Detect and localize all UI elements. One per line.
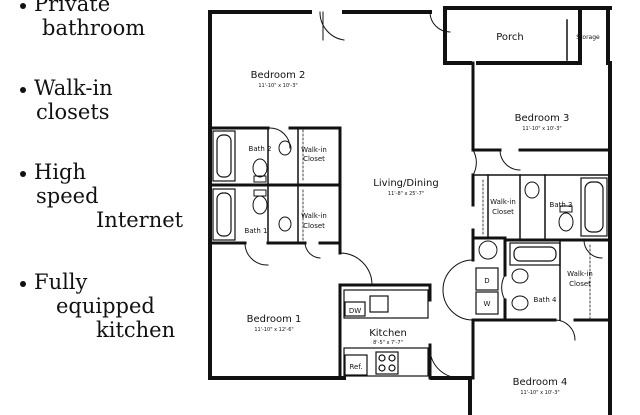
- washer: [475, 291, 499, 315]
- feature-item: Fully equipped kitchen: [20, 270, 175, 342]
- sink-icon: [511, 295, 529, 311]
- exterior-walls: [208, 6, 612, 415]
- bathtub-icon: [580, 177, 608, 237]
- burner-icon: [378, 354, 386, 362]
- counter-top: [343, 289, 429, 319]
- sink-icon: [278, 216, 292, 232]
- feature-line: bathroom: [42, 16, 146, 40]
- bedroom-2-label: Bedroom 2: [251, 70, 306, 81]
- washer-label: W: [484, 300, 491, 308]
- feature-line: equipped: [56, 294, 155, 318]
- burner-icon: [388, 364, 396, 372]
- toilet-icon: [253, 175, 267, 183]
- burner-icon: [388, 354, 396, 362]
- bedroom-4-label: Bedroom 4: [513, 377, 568, 388]
- bathtub-icon: [212, 130, 236, 182]
- toilet-icon: [252, 158, 268, 178]
- bullet-icon: [20, 280, 26, 287]
- feature-item: Private bathroom: [20, 0, 145, 40]
- closet-label: Closet: [303, 155, 325, 163]
- feature-line: High: [34, 160, 86, 184]
- toilet-icon: [253, 189, 267, 197]
- toilet-icon: [252, 195, 268, 215]
- door-swings: [244, 11, 603, 379]
- fixtures: [252, 140, 574, 311]
- bullet-icon: [20, 86, 26, 93]
- feature-line: Fully: [34, 270, 88, 294]
- refrigerator-label: Ref.: [349, 363, 362, 371]
- counter-bottom: [343, 347, 429, 377]
- dishwasher-label: DW: [349, 307, 361, 315]
- closet-label: Closet: [569, 280, 591, 288]
- bedroom-3-label: Bedroom 3: [515, 113, 570, 124]
- bullet-icon: [20, 2, 26, 9]
- feature-line: Private: [34, 0, 111, 16]
- closet-label: Closet: [492, 208, 514, 216]
- bedroom-4-dims: 11'-10" x 10'-3": [520, 390, 559, 396]
- living-dining-dims: 11'-8" x 25'-7": [388, 191, 424, 197]
- dryer-label: D: [484, 277, 489, 285]
- bathtub-icon: [212, 188, 236, 241]
- living-dining-label: Living/Dining: [373, 178, 438, 189]
- bath-2-label: Bath 2: [249, 145, 272, 153]
- feature-item: Walk-in closets: [20, 76, 113, 124]
- bedroom-3-dims: 11'-10" x 10'-3": [522, 126, 561, 132]
- feature-line: kitchen: [96, 318, 176, 342]
- interior-walls: [208, 61, 612, 380]
- bath-4-label: Bath 4: [534, 296, 557, 304]
- bathtubs: [212, 130, 608, 266]
- bedroom-2-dims: 11'-10" x 10'-3": [258, 83, 297, 89]
- toilet-icon: [511, 268, 529, 284]
- feature-line: Walk-in: [34, 76, 113, 100]
- closet-label: Walk-in: [567, 270, 593, 278]
- closet-label: Walk-in: [301, 212, 327, 220]
- refrigerator: [344, 354, 368, 376]
- dishwasher: [344, 301, 366, 317]
- burner-icon: [378, 364, 386, 372]
- bathtub-icon: [513, 246, 557, 262]
- porch-label: Porch: [496, 32, 524, 43]
- storage-label: Storage: [576, 34, 600, 41]
- feature-line: speed: [36, 184, 99, 208]
- closet-label: Walk-in: [490, 198, 516, 206]
- water-heater-icon: [478, 240, 498, 260]
- closet-label: Closet: [303, 222, 325, 230]
- closet-rods: [302, 129, 591, 319]
- sink-icon: [278, 140, 292, 156]
- toilet-icon: [558, 212, 574, 232]
- feature-item: High speed Internet: [20, 160, 183, 232]
- dryer: [475, 267, 499, 291]
- toilet-icon: [559, 205, 573, 213]
- bathtub-icon: [216, 134, 232, 178]
- kitchen-counters: [343, 267, 499, 377]
- bedroom-1-label: Bedroom 1: [247, 314, 302, 325]
- stove-icon: [375, 351, 399, 375]
- kitchen-label: Kitchen: [369, 328, 407, 339]
- closet-label: Walk-in: [301, 146, 327, 154]
- bathtub-icon: [509, 242, 561, 266]
- bedroom-1-dims: 11'-10" x 12'-6": [254, 327, 293, 333]
- bath-3-label: Bath 3: [550, 201, 573, 209]
- feature-line: Internet: [96, 208, 184, 232]
- bullet-icon: [20, 170, 26, 177]
- bath-1-label: Bath 1: [245, 227, 268, 235]
- feature-list: Private bathroom Walk-in closets High sp…: [0, 0, 205, 415]
- bathtub-icon: [584, 181, 604, 233]
- bathtub-icon: [216, 192, 232, 237]
- sink-icon: [369, 295, 389, 313]
- kitchen-dims: 8'-5" x 7'-7": [373, 340, 403, 346]
- sink-icon: [524, 181, 540, 199]
- feature-line: closets: [36, 100, 110, 124]
